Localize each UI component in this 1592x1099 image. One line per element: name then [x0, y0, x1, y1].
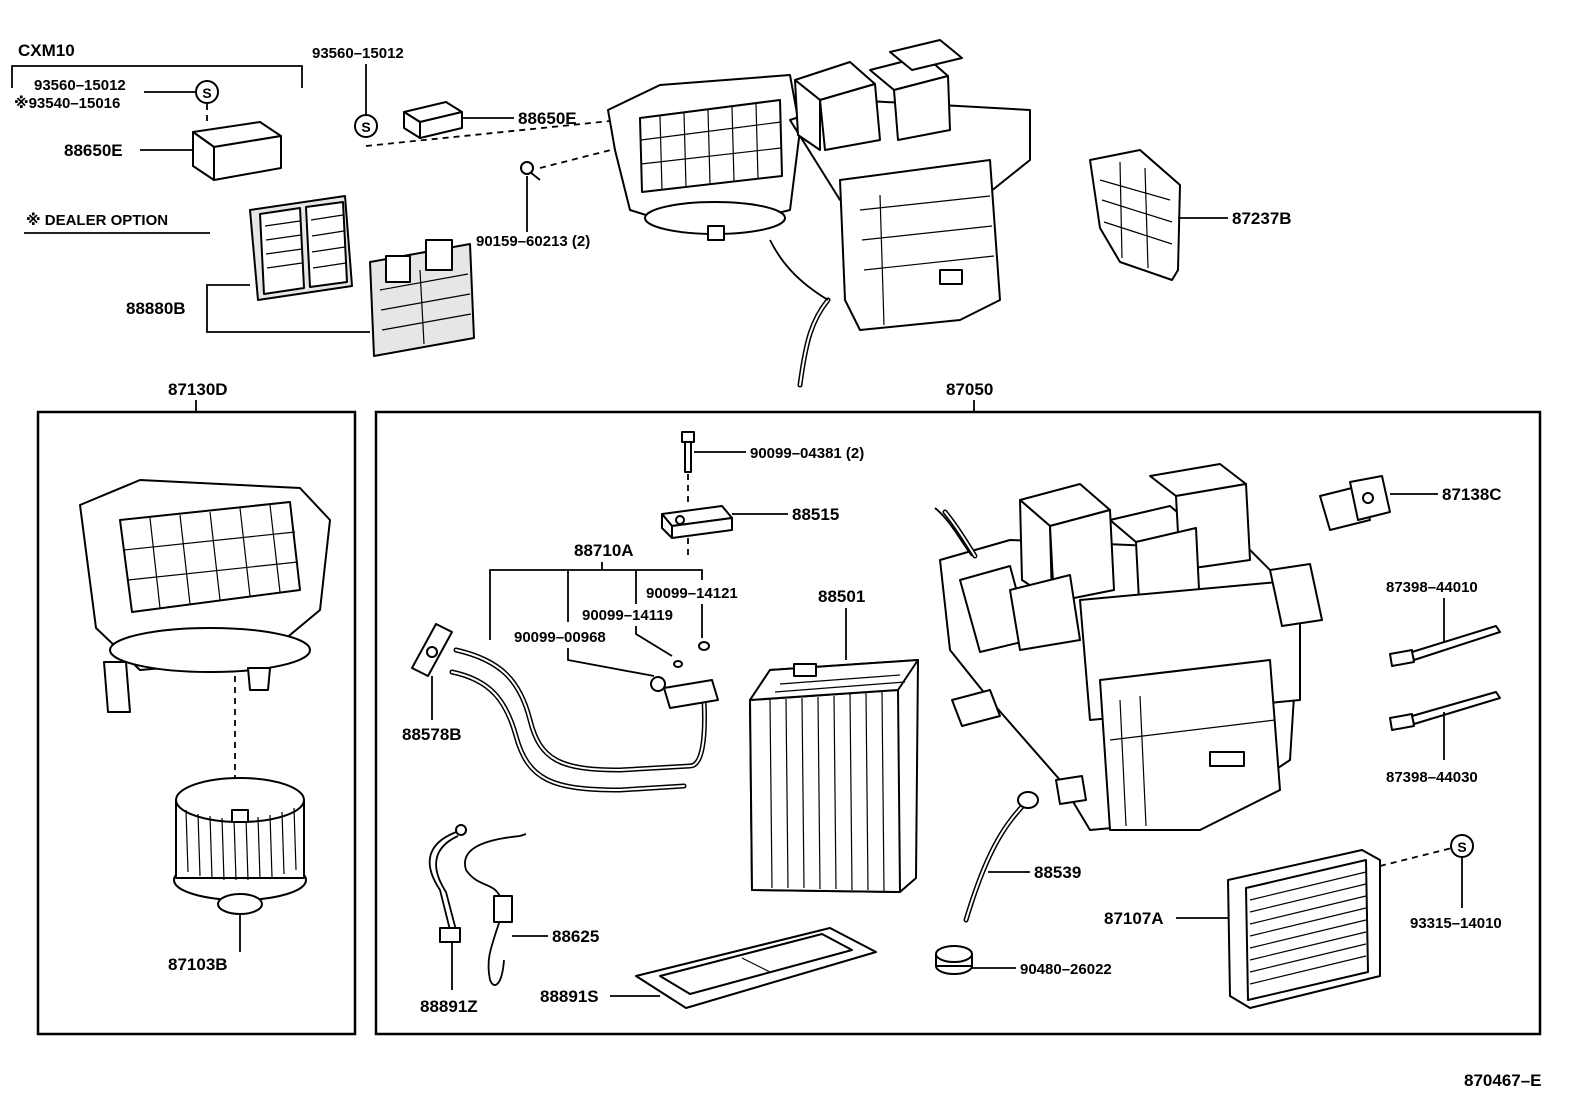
part-label-90099-14119[interactable]: 90099–14119: [582, 607, 673, 624]
part-label-88891s[interactable]: 88891S: [540, 987, 599, 1006]
part-label-88880b[interactable]: 88880B: [126, 299, 186, 318]
part-label-90099-14121[interactable]: 90099–14121: [646, 585, 738, 602]
leader-bracket: [489, 569, 703, 640]
unit-group-box: [374, 410, 1542, 1036]
leader-line: [567, 648, 655, 677]
cable-tie-icon: [1389, 691, 1501, 731]
part-label-93560-cxm[interactable]: 93560–15012: [34, 77, 126, 94]
heater-core-icon: [1227, 849, 1381, 1009]
air-filter-icon: [249, 195, 353, 301]
part-label-90480[interactable]: 90480–26022: [1020, 961, 1112, 978]
screw-icon: [520, 161, 541, 181]
diagram-code: 870467–E: [1464, 1071, 1542, 1090]
dashed-leader: [365, 119, 621, 147]
part-label-87398-44030[interactable]: 87398–44030: [1386, 769, 1478, 786]
expansion-valve-icon: [661, 505, 733, 539]
cxm10-bracket: [11, 65, 303, 88]
refrigerant-pipe-icon: [449, 647, 719, 793]
side-cover-icon: [1089, 149, 1181, 281]
part-label-93560-top[interactable]: 93560–15012: [312, 45, 404, 62]
part-label-87103b[interactable]: 87103B: [168, 955, 228, 974]
part-label-88578b[interactable]: 88578B: [402, 725, 462, 744]
svg-text:S: S: [1457, 839, 1466, 855]
filter-frame-icon: [369, 239, 475, 357]
svg-text:S: S: [202, 85, 211, 101]
amplifier-module-right-icon: [403, 101, 463, 139]
sealant-s-icon: S: [1450, 834, 1474, 858]
group-label-87050[interactable]: 87050: [946, 380, 993, 399]
sealant-s-icon: S: [354, 114, 378, 138]
group-label-87130d[interactable]: 87130D: [168, 380, 228, 399]
dealer-option-note: ※ DEALER OPTION: [26, 211, 168, 229]
part-label-90159[interactable]: 90159–60213 (2): [476, 233, 590, 250]
part-label-88710a[interactable]: 88710A: [574, 541, 634, 560]
part-label-88650e-left[interactable]: 88650E: [64, 141, 123, 160]
svg-text:S: S: [361, 119, 370, 135]
servo-motor-icon: [1319, 475, 1391, 531]
drain-hose-icon: [963, 791, 1039, 923]
part-label-88625[interactable]: 88625: [552, 927, 599, 946]
dashed-leader: [539, 139, 651, 169]
cable-tie-icon: [1389, 625, 1501, 667]
part-label-88501[interactable]: 88501: [818, 587, 865, 606]
pipe-flange-icon: [411, 623, 453, 677]
bolt-icon: [681, 431, 695, 473]
grommet-icon: [935, 945, 973, 975]
amplifier-module-left-icon: [192, 121, 282, 181]
part-label-88650e-right[interactable]: 88650E: [518, 109, 577, 128]
hvac-assembly-icon: [607, 39, 1031, 388]
sensor-wire-icon: [464, 833, 527, 986]
part-label-87138c[interactable]: 87138C: [1442, 485, 1502, 504]
dashed-leader: [1379, 847, 1453, 867]
cxm10-label: CXM10: [18, 41, 75, 60]
part-label-90099-04381[interactable]: 90099–04381 (2): [750, 445, 864, 462]
part-label-88539[interactable]: 88539: [1034, 863, 1081, 882]
part-label-88515[interactable]: 88515: [792, 505, 839, 524]
o-ring-icon: [650, 641, 710, 692]
part-label-90099-00968[interactable]: 90099–00968: [514, 629, 606, 646]
leader-bracket: [206, 284, 370, 333]
part-label-93540[interactable]: ※93540–15016: [14, 94, 120, 112]
part-label-87237b[interactable]: 87237B: [1232, 209, 1292, 228]
part-label-87107a[interactable]: 87107A: [1104, 909, 1164, 928]
drain-tray-icon: [635, 927, 877, 1009]
sealant-s-icon: S: [195, 80, 219, 104]
part-label-87398-44010[interactable]: 87398–44010: [1386, 579, 1478, 596]
part-label-93315[interactable]: 93315–14010: [1410, 915, 1502, 932]
blower-fan-motor-icon: [173, 777, 307, 915]
leader-line: [635, 626, 673, 657]
cooling-unit-case-icon: [934, 463, 1323, 831]
cxm10-group: CXM10 93560–15012 ※93540–15016 S 88650E: [11, 41, 303, 181]
blower-case-icon: [79, 479, 331, 713]
evaporator-icon: [749, 659, 919, 893]
blower-group-box: [36, 410, 357, 1036]
part-label-88891z[interactable]: 88891Z: [420, 997, 478, 1016]
thermistor-wire-icon: [428, 824, 467, 943]
